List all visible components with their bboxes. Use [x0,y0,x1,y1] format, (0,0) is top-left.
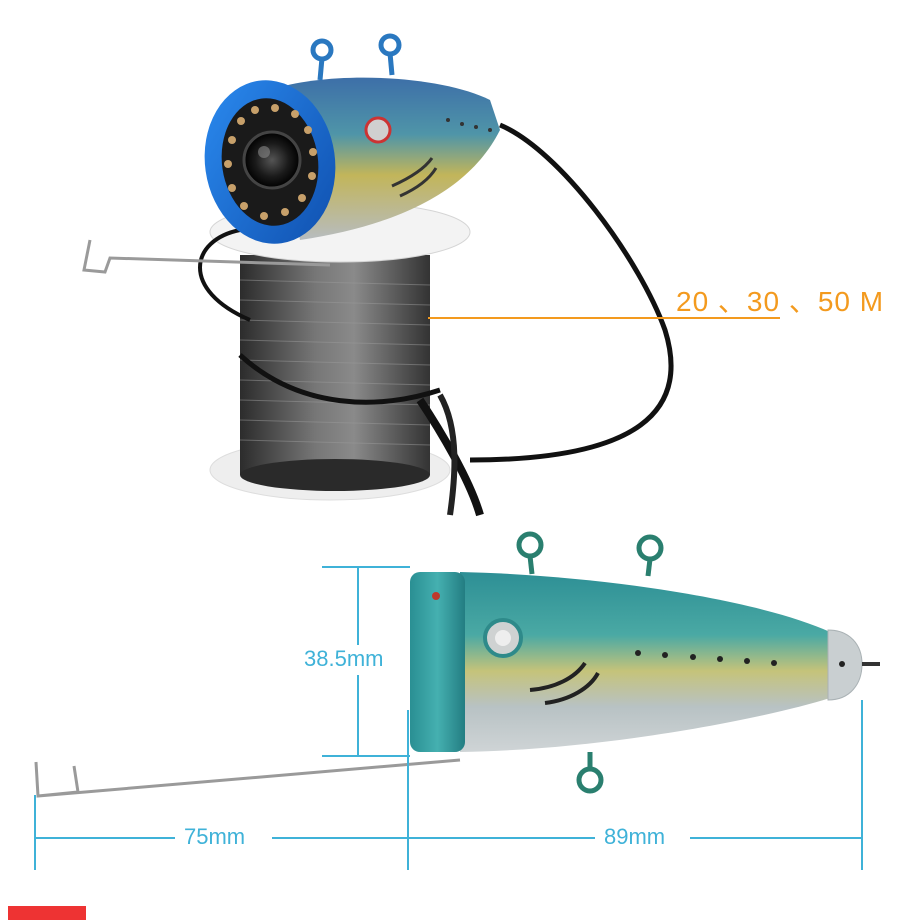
height-dimension-label: 38.5mm [300,646,388,672]
camera-with-spool [82,33,674,517]
dimension-lines [34,566,863,870]
cable-spool [240,255,430,475]
side-front-ring [410,572,465,752]
ir-led-ring [224,104,317,220]
side-mounting-hook [34,758,461,798]
mounting-hook [82,239,331,274]
camera-lens [242,130,302,190]
cable-length-label: 20 、30 、50 M [676,286,885,317]
side-body [460,572,830,752]
hook-length-dimension-label: 75mm [180,824,250,850]
side-hanging-loops [516,531,664,794]
brand-logo-fragment [8,906,86,920]
camera-cable [469,122,674,463]
top-hanging-loops [310,33,402,81]
fish-eye [364,116,392,144]
body-length-dimension-label: 89mm [600,824,670,850]
camera-dimension-view [34,531,880,870]
